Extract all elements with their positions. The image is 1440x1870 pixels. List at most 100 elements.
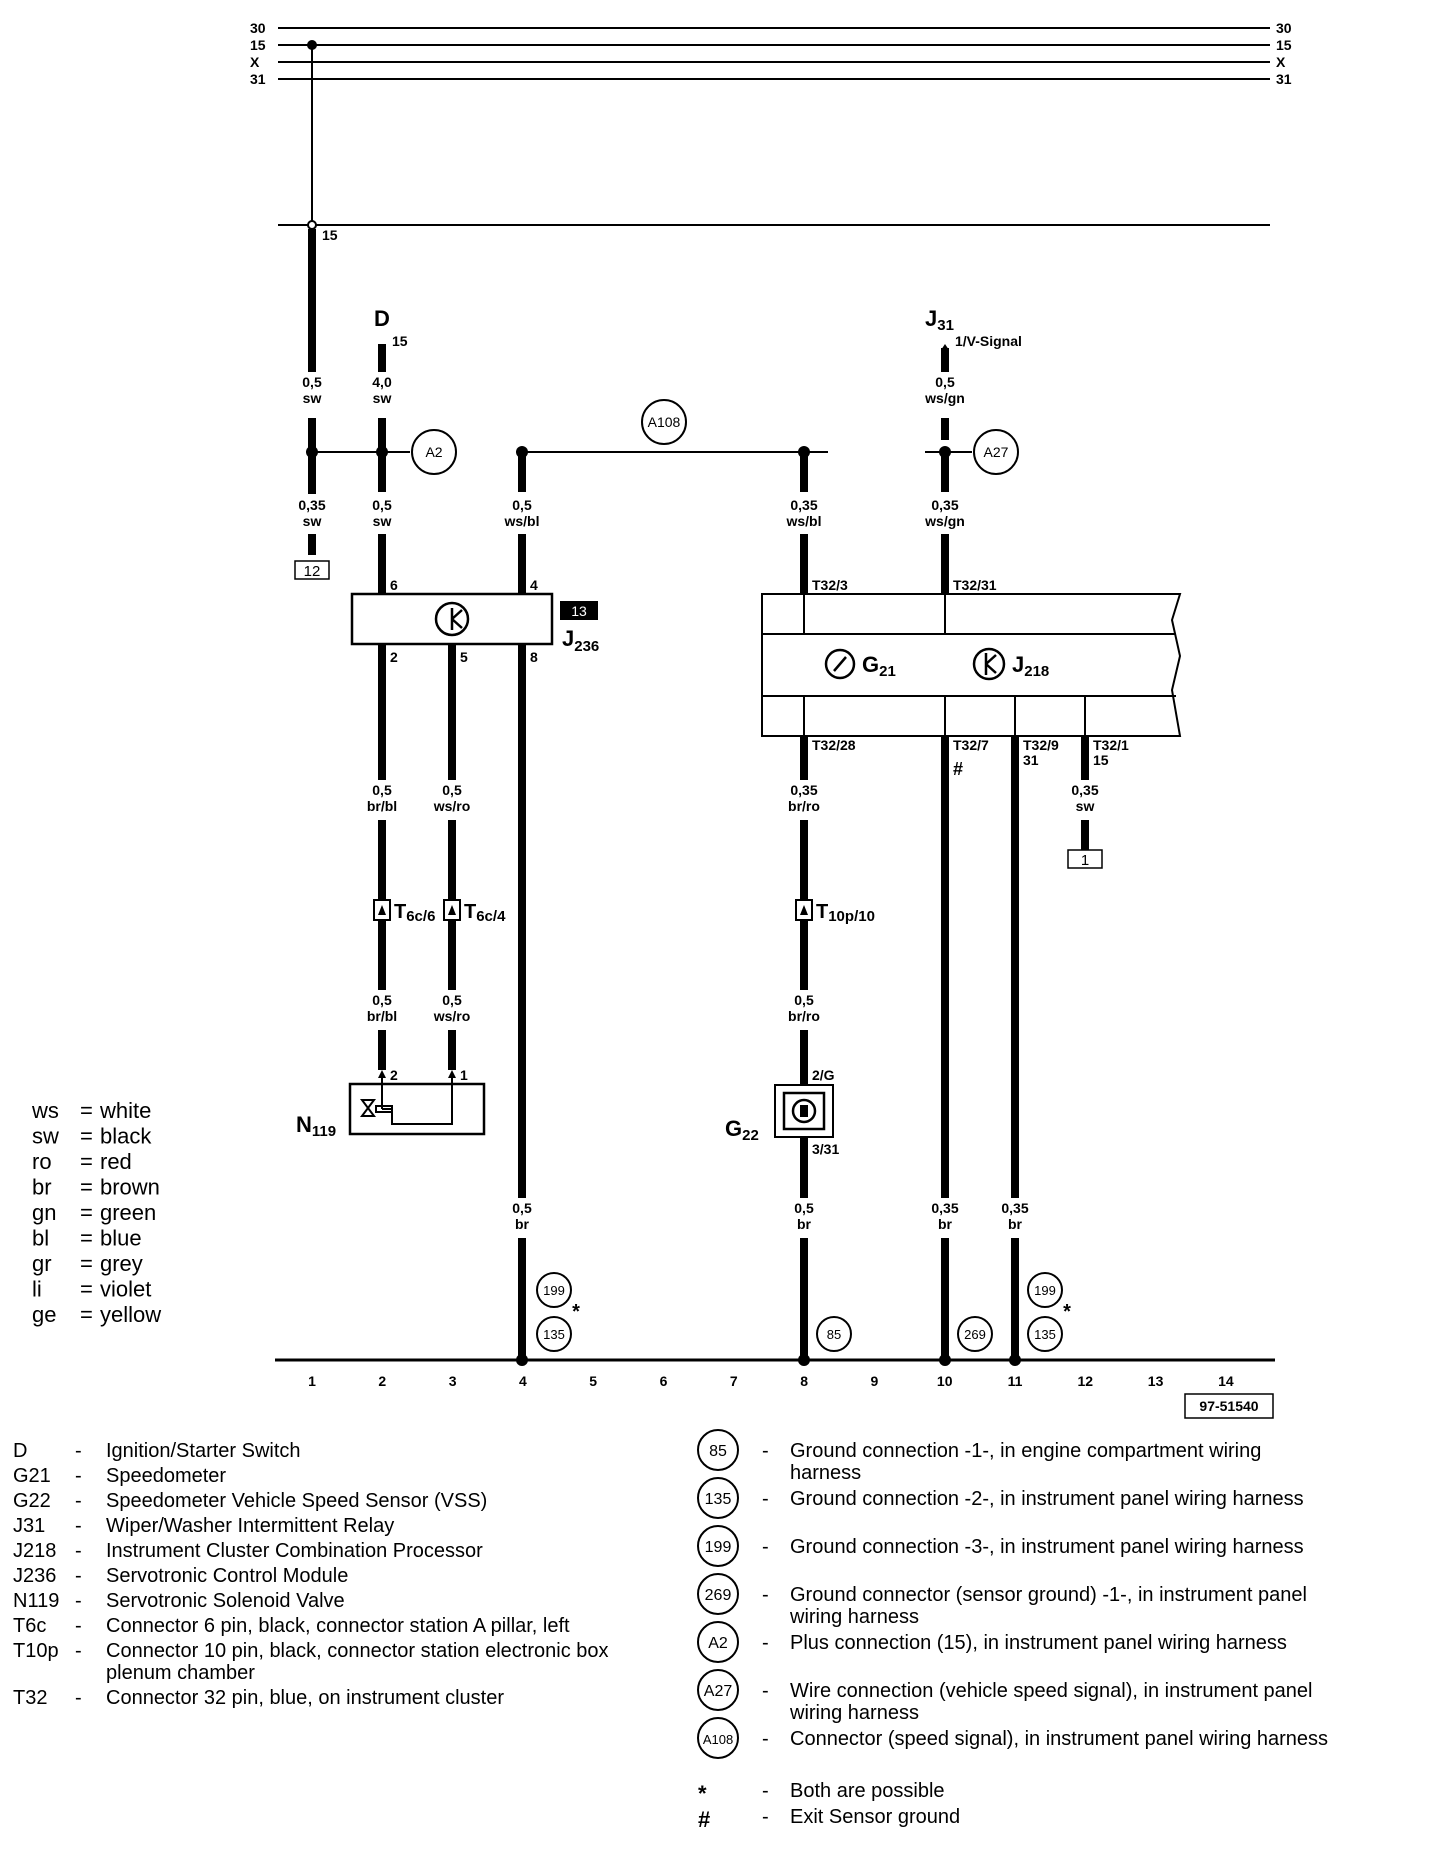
- wire-label-w1a: 0,5sw: [294, 372, 330, 412]
- svg-text:J31: J31: [925, 306, 954, 334]
- color-name: green: [100, 1200, 156, 1225]
- color-name: blue: [100, 1226, 142, 1251]
- legend-dash: -: [762, 1440, 769, 1462]
- legend-dash: -: [75, 1687, 82, 1709]
- svg-text:ws/ro: ws/ro: [433, 798, 471, 814]
- svg-text:A2: A2: [708, 1635, 728, 1652]
- ground-135-right: 135: [1027, 1316, 1063, 1352]
- svg-text:0,35: 0,35: [1001, 1200, 1028, 1216]
- svg-text:135: 135: [543, 1327, 565, 1342]
- svg-text:12: 12: [304, 563, 321, 580]
- svg-text:0,35: 0,35: [931, 497, 958, 513]
- rail-x-label-left: X: [250, 54, 260, 70]
- legend-desc: Speedometer Vehicle Speed Sensor (VSS): [106, 1490, 487, 1512]
- legend-dash: -: [75, 1465, 82, 1487]
- legend-desc: Servotronic Solenoid Valve: [106, 1590, 345, 1612]
- svg-text:85: 85: [827, 1327, 841, 1342]
- note-symbol: *: [698, 1781, 707, 1806]
- connector-t10p: T10p/10: [795, 899, 875, 925]
- ground-85: 85: [816, 1316, 852, 1352]
- svg-text:0,35: 0,35: [931, 1200, 958, 1216]
- svg-text:J218: J218: [1012, 652, 1049, 680]
- color-code: ge: [32, 1302, 56, 1327]
- color-eq: =: [80, 1175, 93, 1200]
- legend-dash: -: [762, 1488, 769, 1510]
- svg-text:199: 199: [1034, 1283, 1056, 1298]
- legend-dash: -: [762, 1806, 769, 1828]
- wire-label-w2d: 0,5br/bl: [360, 990, 404, 1030]
- svg-text:G22: G22: [725, 1116, 759, 1144]
- svg-text:A108: A108: [703, 1732, 733, 1747]
- svg-text:A2: A2: [425, 444, 442, 460]
- legend-desc: Ignition/Starter Switch: [106, 1440, 301, 1462]
- legend-desc-cont: wiring harness: [789, 1702, 919, 1724]
- svg-text:N119: N119: [296, 1112, 336, 1140]
- svg-text:0,5: 0,5: [442, 782, 462, 798]
- color-eq: =: [80, 1124, 93, 1149]
- sensor-g22: G22 2/G 3/31: [725, 1067, 839, 1157]
- legend-desc: Connector 6 pin, black, connector statio…: [106, 1615, 570, 1637]
- svg-text:G21: G21: [862, 652, 896, 680]
- svg-text:199: 199: [705, 1539, 732, 1556]
- svg-text:199: 199: [543, 1283, 565, 1298]
- svg-text:ws/ro: ws/ro: [433, 1008, 471, 1024]
- color-code: br: [32, 1175, 52, 1200]
- color-name: violet: [100, 1277, 151, 1302]
- pin-t32-9-sub: 31: [1023, 752, 1039, 768]
- legend-desc: Wire connection (vehicle speed signal), …: [790, 1680, 1313, 1702]
- rail15-tap-label: 15: [322, 227, 338, 243]
- legend-desc-cont: plenum chamber: [106, 1662, 255, 1684]
- svg-text:br: br: [797, 1216, 812, 1232]
- ground-symbol: A27: [697, 1669, 739, 1711]
- track-number: 1: [308, 1373, 316, 1389]
- legend-code: G21: [13, 1465, 51, 1487]
- legend-dash: -: [75, 1490, 82, 1512]
- svg-text:ws/gn: ws/gn: [924, 513, 965, 529]
- legend-code: T32: [13, 1687, 47, 1709]
- svg-text:269: 269: [705, 1587, 732, 1604]
- ground-symbol: 135: [697, 1477, 739, 1519]
- legend-dash: -: [75, 1440, 82, 1462]
- legend-dash: -: [762, 1680, 769, 1702]
- color-code: gr: [32, 1251, 52, 1276]
- svg-text:0,5: 0,5: [302, 374, 322, 390]
- svg-text:br: br: [938, 1216, 953, 1232]
- color-eq: =: [80, 1251, 93, 1276]
- ground-bus: [275, 1354, 1275, 1366]
- track-number: 13: [1148, 1373, 1164, 1389]
- color-code: bl: [32, 1226, 49, 1251]
- legend-code: N119: [13, 1590, 59, 1612]
- svg-text:4,0: 4,0: [372, 374, 392, 390]
- j31-pin: 1/V-Signal: [955, 333, 1022, 349]
- legend-desc: Ground connection -1-, in engine compart…: [790, 1440, 1261, 1462]
- power-rails: [278, 27, 1270, 226]
- color-code: li: [32, 1277, 42, 1302]
- color-eq: =: [80, 1200, 93, 1225]
- hash-mark: #: [953, 759, 963, 779]
- svg-text:br/ro: br/ro: [788, 1008, 820, 1024]
- instrument-cluster: G21 J218: [761, 593, 1182, 737]
- connector-t6c4: T6c/4: [443, 899, 506, 925]
- marker-a27: A27: [973, 429, 1019, 475]
- wire-label-w4e: 0,5br: [502, 1198, 542, 1238]
- pin-t32-31: T32/31: [953, 577, 997, 593]
- ground-135-left: 135: [536, 1316, 572, 1352]
- legend-dash: -: [762, 1780, 769, 1802]
- svg-text:0,5: 0,5: [442, 992, 462, 1008]
- note-desc: Both are possible: [790, 1780, 945, 1802]
- svg-text:135: 135: [705, 1491, 732, 1508]
- wire-label-w2c: 0,5br/bl: [360, 780, 404, 820]
- module-j236: 13 J236: [350, 592, 599, 655]
- legend-desc-cont: harness: [790, 1462, 861, 1484]
- svg-text:br/bl: br/bl: [367, 798, 397, 814]
- rail-31-label-right: 31: [1276, 71, 1292, 87]
- wire-label-w4a: 0,5ws/bl: [497, 494, 547, 534]
- svg-text:br/bl: br/bl: [367, 1008, 397, 1024]
- svg-text:sw: sw: [373, 390, 392, 406]
- rail-15-label-left: 15: [250, 37, 266, 53]
- svg-text:T6c/6: T6c/6: [394, 901, 435, 925]
